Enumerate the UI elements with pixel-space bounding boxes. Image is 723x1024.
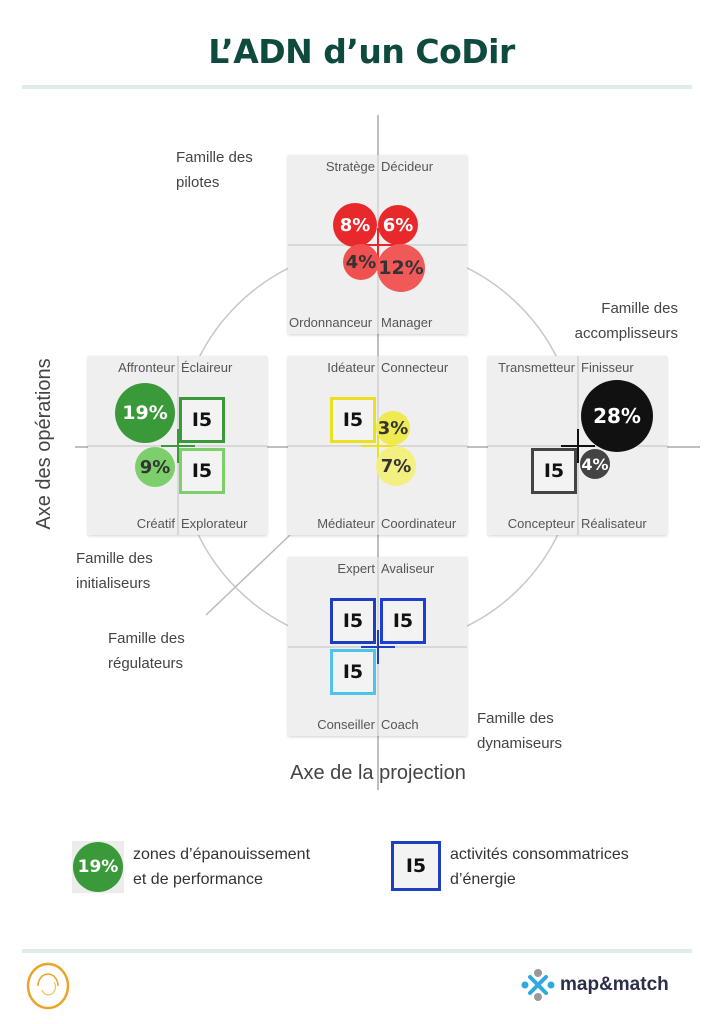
center-cross	[361, 630, 395, 664]
quadrant-label: Concepteur	[507, 516, 575, 531]
bubble-affronteur: 19%	[115, 383, 175, 443]
quadrant-label: Conseiller	[317, 717, 375, 732]
box-dynamiseurs: Expert Avaliseur Conseiller Coach I5 I5 …	[288, 557, 467, 736]
center-cross	[161, 429, 195, 463]
axis-projection-label: Axe de la projection	[290, 762, 466, 784]
bubble-coordinateur: 7%	[376, 446, 416, 486]
regulateurs-pointer	[205, 534, 291, 616]
bubble-manager: 12%	[377, 244, 425, 292]
box-regulateurs: Idéateur Connecteur Médiateur Coordinate…	[288, 356, 467, 535]
box-accomplisseurs: Transmetteur Finisseur Concepteur Réalis…	[488, 356, 667, 535]
axis-operations-label: Axe des opérations	[33, 358, 55, 530]
quadrant-label: Coordinateur	[381, 516, 457, 531]
legend-bubble: 19%	[73, 842, 123, 892]
quadrant-label: Ordonnanceur	[289, 315, 373, 330]
legend-energy-square: I5	[391, 841, 441, 891]
quadrant-label: Manager	[381, 315, 433, 330]
quadrant-label: Réalisateur	[581, 516, 647, 531]
quadrant-label: Médiateur	[317, 516, 375, 531]
quadrant-label: Affronteur	[118, 360, 175, 375]
people-logo-icon	[521, 969, 555, 1001]
bubble-stratege: 8%	[333, 203, 377, 247]
bubble-connecteur: 3%	[376, 411, 410, 445]
bubble-creatif: 9%	[135, 447, 175, 487]
box-pilotes: Stratège Décideur Ordonnanceur Manager 8…	[288, 155, 467, 334]
quadrant-label: Avaliseur	[381, 561, 435, 576]
quadrant-label: Décideur	[381, 159, 434, 174]
quadrant-label: Stratège	[325, 159, 375, 174]
title-divider	[22, 85, 692, 89]
quadrant-label: Idéateur	[327, 360, 375, 375]
footer-divider	[22, 949, 692, 953]
energy-square-eclaireur: I5	[179, 397, 225, 443]
center-cross	[361, 429, 395, 463]
bubble-finisseur: 28%	[581, 380, 653, 452]
energy-square-ideateur: I5	[330, 397, 376, 443]
bubble-decideur: 6%	[378, 205, 418, 245]
energy-square-explorateur: I5	[179, 448, 225, 494]
quadrant-label: Finisseur	[581, 360, 634, 375]
energy-square-expert: I5	[330, 598, 376, 644]
energy-square-conseiller: I5	[330, 649, 376, 695]
quadrant-label: Créatif	[136, 516, 175, 531]
center-cross	[561, 429, 595, 463]
quadrant-label: Connecteur	[381, 360, 449, 375]
spiral-logo-icon	[26, 962, 70, 1010]
brand-name: map&match	[560, 974, 669, 995]
quadrant-label: Éclaireur	[181, 360, 233, 375]
page-title: L’ADN d’un CoDir	[208, 32, 515, 71]
bubble-realisateur: 4%	[580, 449, 610, 479]
quadrant-label: Coach	[381, 717, 419, 732]
quadrant-label: Transmetteur	[498, 360, 575, 375]
map-and-match-logo: map&match	[521, 968, 669, 1002]
bubble-ordonnanceur: 4%	[343, 244, 379, 280]
quadrant-label: Explorateur	[181, 516, 248, 531]
energy-square-concepteur: I5	[531, 448, 577, 494]
box-initialiseurs: Affronteur Éclaireur Créatif Explorateur…	[88, 356, 267, 535]
quadrant-label: Expert	[337, 561, 375, 576]
center-cross	[361, 228, 395, 262]
legend-bubble-swatch: 19%	[72, 841, 124, 893]
energy-square-avaliseur: I5	[380, 598, 426, 644]
